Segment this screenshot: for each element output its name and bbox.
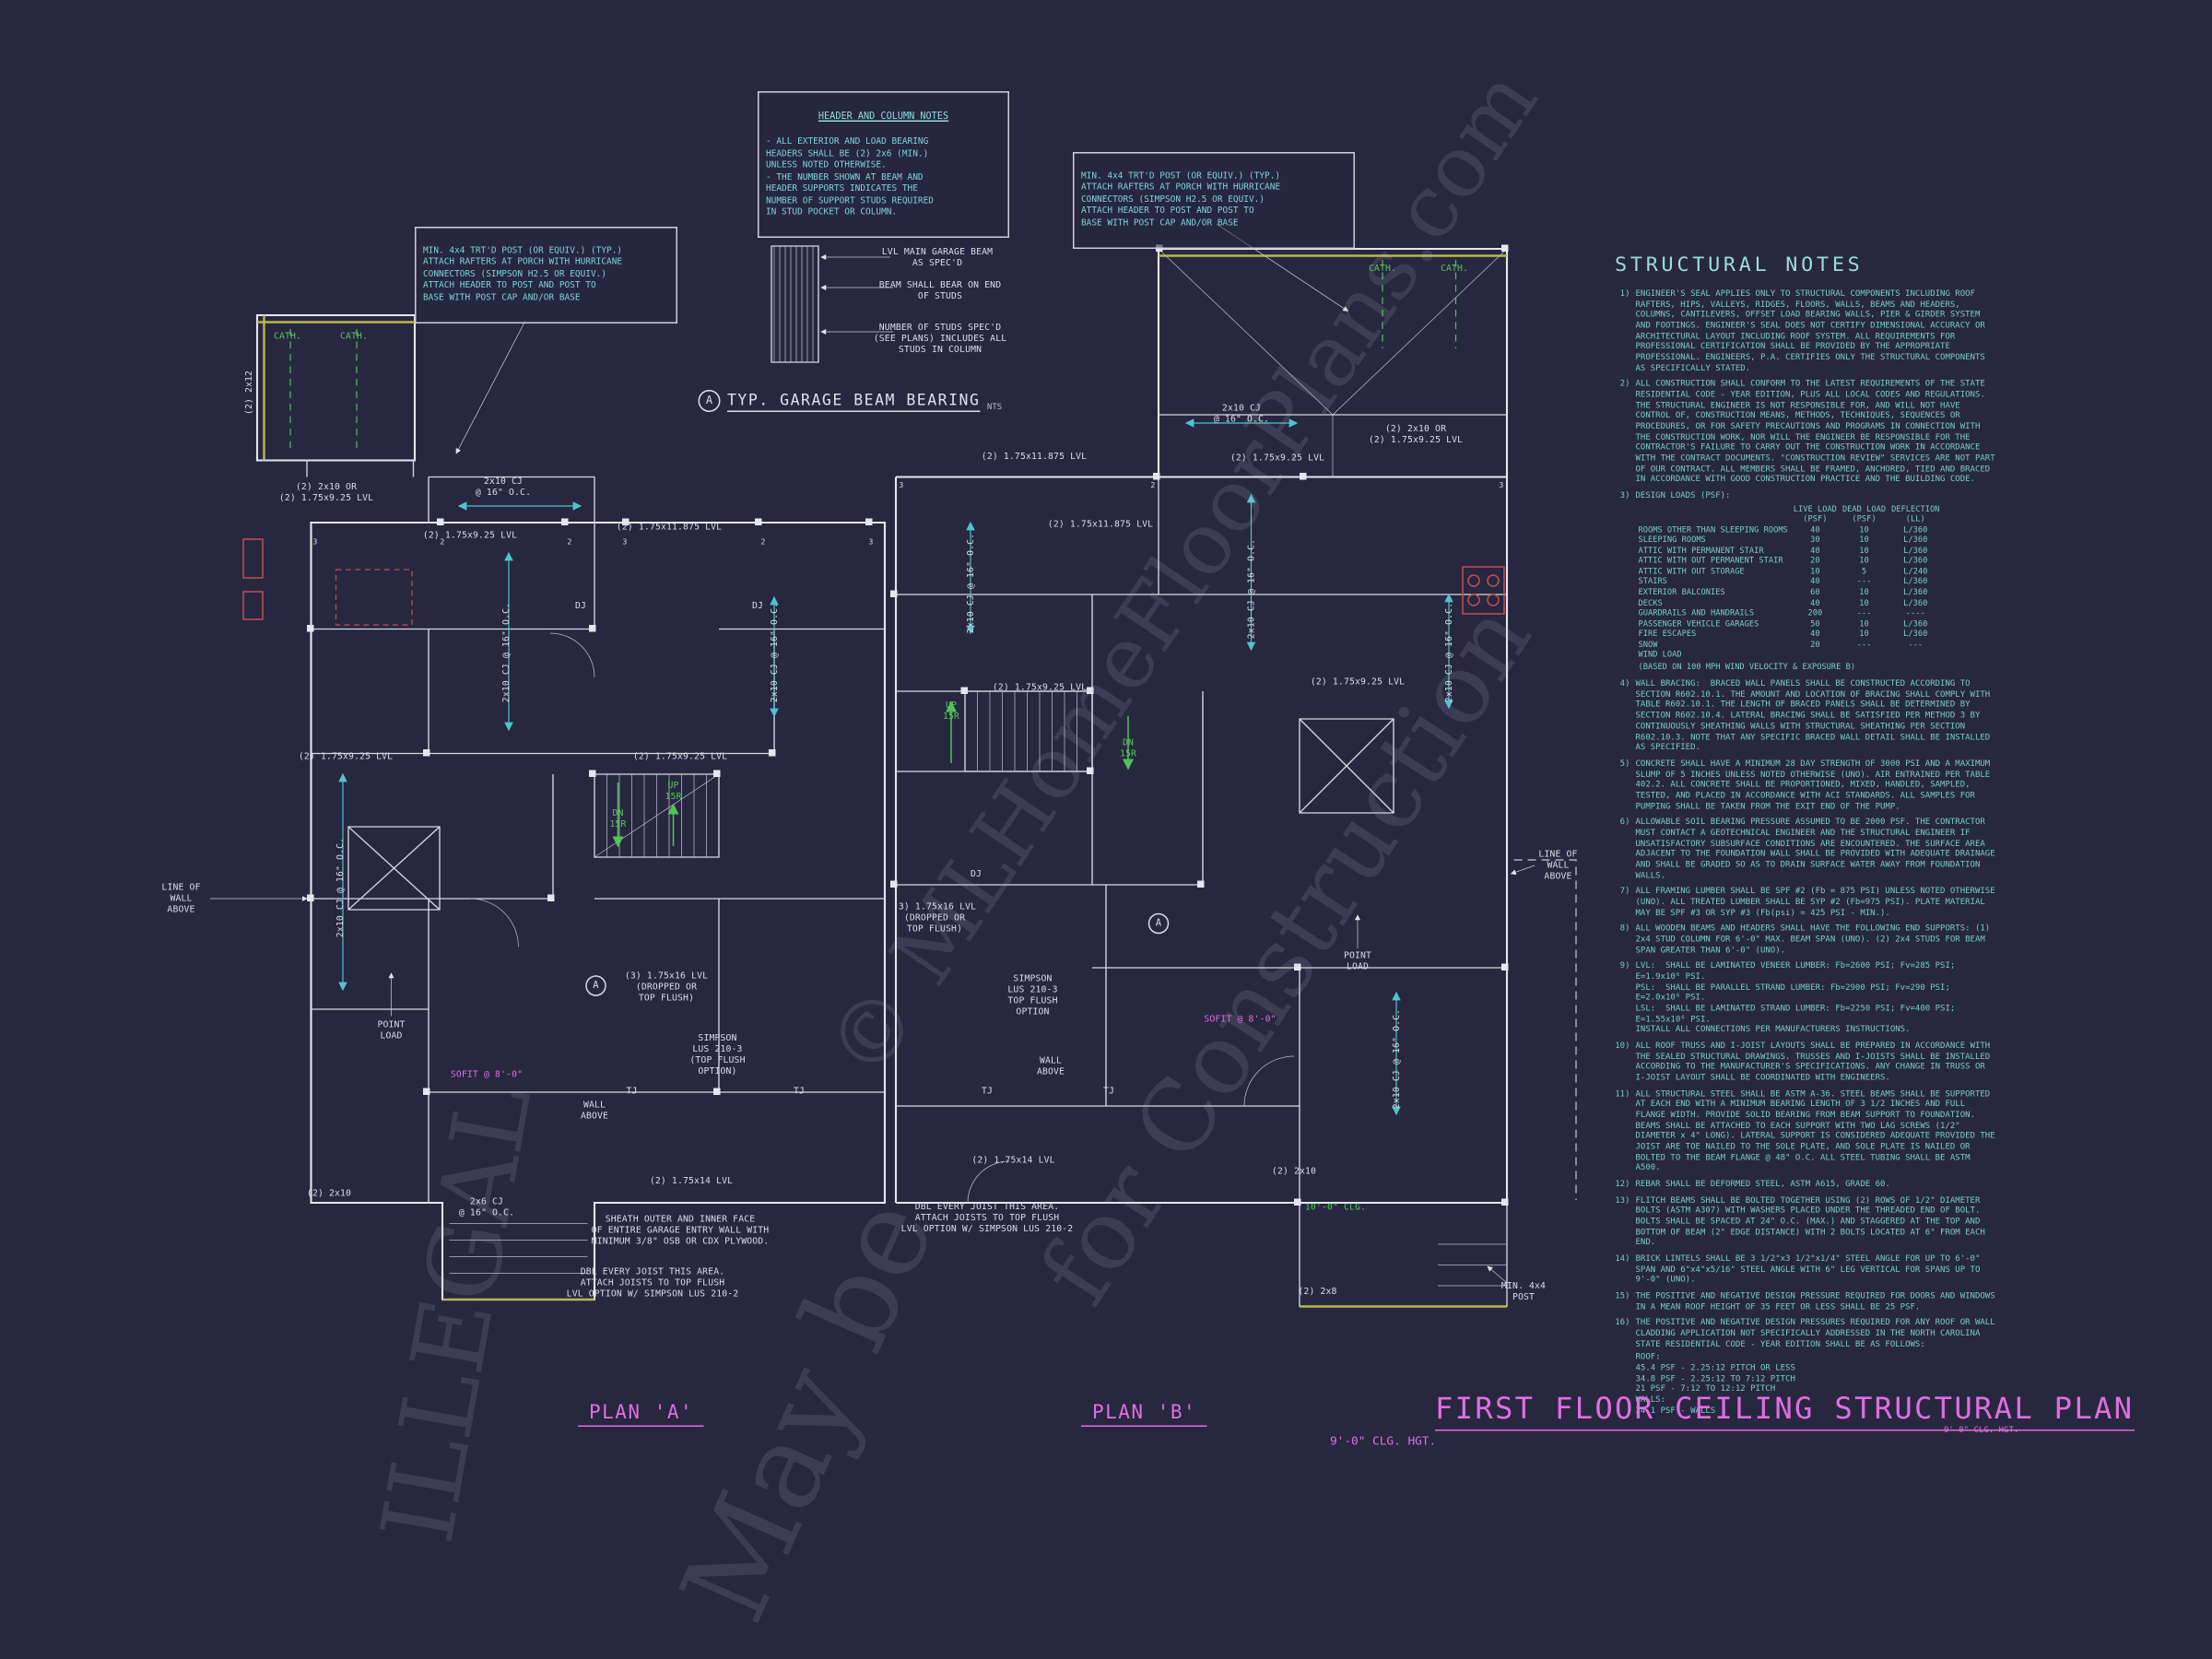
structural-note-14: 14) BRICK LINTELS SHALL BE 3 1/2"x3 1/2"x… xyxy=(1615,1254,1996,1287)
detail-title-text: TYP. GARAGE BEAM BEARING xyxy=(727,391,981,412)
structural-note-4: 4) WALL BRACING: BRACED WALL PANELS SHALL… xyxy=(1615,679,1996,754)
note-body: CONCRETE SHALL HAVE A MINIMUM 28 DAY STR… xyxy=(1635,759,1995,811)
structural-note-11: 11)ALL STRUCTURAL STEEL SHALL BE ASTM A-… xyxy=(1615,1088,1996,1173)
note-body: DESIGN LOADS (PSF):LIVE LOAD (PSF)DEAD L… xyxy=(1636,491,1997,674)
note-number: 4) xyxy=(1619,678,1630,689)
structural-note-6: 6)ALLOWABLE SOIL BEARING PRESSURE ASSUME… xyxy=(1615,818,1996,881)
note-body: REBAR SHALL BE DEFORMED STEEL, ASTM A615… xyxy=(1635,1179,1890,1190)
note-number: 10) xyxy=(1615,1041,1630,1051)
sheet-title: FIRST FLOOR CEILING STRUCTURAL PLAN xyxy=(1435,1393,2135,1431)
note-body: LVL: SHALL BE LAMINATED VENEER LUMBER: F… xyxy=(1635,960,1956,1035)
note-number: 13) xyxy=(1615,1195,1630,1206)
note-body: ALL FRAMING LUMBER SHALL BE SPF #2 (Fb =… xyxy=(1635,886,2001,918)
plan-b-drawing xyxy=(890,223,1577,1308)
note-body: ALL WOODEN BEAMS AND HEADERS SHALL HAVE … xyxy=(1635,924,1995,955)
ceiling-height-corner-note: 9'-0" CLG. HGT. xyxy=(1944,1425,2019,1436)
structural-note-15: 15)THE POSITIVE AND NEGATIVE DESIGN PRES… xyxy=(1615,1291,1996,1312)
note-number: 8) xyxy=(1619,924,1630,934)
note-number: 7) xyxy=(1619,886,1630,897)
header-column-notes-body: - ALL EXTERIOR AND LOAD BEARING HEADERS … xyxy=(766,136,934,218)
detail-marker-a: A xyxy=(698,390,721,412)
note-number: 11) xyxy=(1615,1088,1630,1099)
garage-beam-detail-title: A TYP. GARAGE BEAM BEARING NTS xyxy=(698,390,1003,413)
note-body: WALL BRACING: BRACED WALL PANELS SHALL B… xyxy=(1635,678,1995,753)
header-column-notes-title: HEADER AND COLUMN NOTES xyxy=(818,110,949,122)
note-number: 2) xyxy=(1619,379,1630,390)
post-note-box-plan-a: MIN. 4x4 TRT'D POST (OR EQUIV.) (TYP.) A… xyxy=(415,227,677,324)
structural-note-1: 1) ENGINEER'S SEAL APPLIES ONLY TO STRUCT… xyxy=(1615,289,1996,374)
note-number: 16) xyxy=(1615,1318,1630,1328)
structural-note-10: 10) ALL ROOF TRUSS AND I-JOIST LAYOUTS SH… xyxy=(1615,1041,1996,1083)
note-number: 5) xyxy=(1619,759,1630,769)
structural-note-13: 13) FLITCH BEAMS SHALL BE BOLTED TOGETHER… xyxy=(1615,1195,1996,1249)
note-number: 1) xyxy=(1619,288,1630,300)
plan-b-title: PLAN 'B' xyxy=(1081,1402,1208,1427)
design-loads-table: LIVE LOAD (PSF)DEAD LOAD (PSF)DEFLECTION… xyxy=(1638,505,1940,660)
note-body: ALL STRUCTURAL STEEL SHALL BE ASTM A-36.… xyxy=(1635,1088,2001,1173)
post-note-text: MIN. 4x4 TRT'D POST (OR EQUIV.) (TYP.) A… xyxy=(423,245,623,302)
note-number: 6) xyxy=(1619,817,1630,828)
ceiling-height-note: 9'-0" CLG. HGT. xyxy=(1330,1435,1437,1449)
structural-note-16: 16)THE POSITIVE AND NEGATIVE DESIGN PRES… xyxy=(1615,1318,1996,1417)
header-column-notes-box: HEADER AND COLUMN NOTES - ALL EXTERIOR A… xyxy=(758,91,1009,239)
note-body: ALL CONSTRUCTION SHALL CONFORM TO THE LA… xyxy=(1635,379,2001,485)
note-number: 9) xyxy=(1619,960,1630,971)
plan-a-drawing xyxy=(210,313,887,1301)
structural-note-8: 8) ALL WOODEN BEAMS AND HEADERS SHALL HAV… xyxy=(1615,924,1996,956)
note-number: 12) xyxy=(1615,1179,1630,1190)
note-number: 15) xyxy=(1615,1291,1630,1301)
structural-note-2: 2)ALL CONSTRUCTION SHALL CONFORM TO THE … xyxy=(1615,380,1996,486)
note-body: ALL ROOF TRUSS AND I-JOIST LAYOUTS SHALL… xyxy=(1635,1041,1995,1083)
detail-scale-label: NTS xyxy=(986,402,1003,413)
post-note-box-plan-b: MIN. 4x4 TRT'D POST (OR EQUIV.) (TYP.) A… xyxy=(1073,152,1355,249)
structural-note-5: 5) CONCRETE SHALL HAVE A MINIMUM 28 DAY S… xyxy=(1615,759,1996,812)
structural-note-7: 7)ALL FRAMING LUMBER SHALL BE SPF #2 (Fb… xyxy=(1615,887,1996,919)
structural-note-12: 12) REBAR SHALL BE DEFORMED STEEL, ASTM A… xyxy=(1615,1180,1996,1191)
note-body: THE POSITIVE AND NEGATIVE DESIGN PRESSUR… xyxy=(1635,1318,2001,1416)
structural-note-9: 9) LVL: SHALL BE LAMINATED VENEER LUMBER:… xyxy=(1615,961,1996,1036)
note-number: 14) xyxy=(1615,1253,1630,1265)
note-body: BRICK LINTELS SHALL BE 3 1/2"x3 1/2"x1/4… xyxy=(1635,1253,1985,1286)
post-note-text: MIN. 4x4 TRT'D POST (OR EQUIV.) (TYP.) A… xyxy=(1081,171,1281,228)
structural-notes-list: 1) ENGINEER'S SEAL APPLIES ONLY TO STRUCT… xyxy=(1615,289,1996,1417)
structural-note-3: 3) DESIGN LOADS (PSF):LIVE LOAD (PSF)DEAD… xyxy=(1615,491,1996,674)
note-body: FLITCH BEAMS SHALL BE BOLTED TOGETHER US… xyxy=(1635,1195,1991,1248)
structural-notes-panel: STRUCTURAL NOTES 1) ENGINEER'S SEAL APPLI… xyxy=(1615,254,1996,1422)
note-body: ENGINEER'S SEAL APPLIES ONLY TO STRUCTUR… xyxy=(1635,288,1991,373)
note-number: 3) xyxy=(1619,490,1630,501)
note-body: THE POSITIVE AND NEGATIVE DESIGN PRESSUR… xyxy=(1635,1291,2001,1312)
garage-beam-detail-drawing xyxy=(771,245,893,363)
plan-a-title: PLAN 'A' xyxy=(578,1402,705,1427)
note-body: ALLOWABLE SOIL BEARING PRESSURE ASSUMED … xyxy=(1635,817,2001,880)
structural-notes-title: STRUCTURAL NOTES xyxy=(1615,254,1864,276)
